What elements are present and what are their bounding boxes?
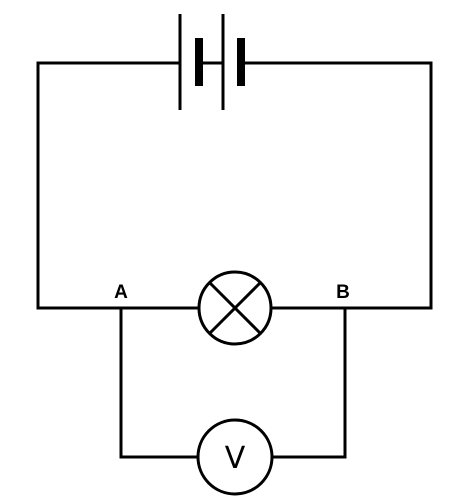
voltmeter-icon: V bbox=[196, 418, 274, 496]
voltmeter-outline bbox=[196, 418, 274, 496]
lamp-filament-2 bbox=[208, 281, 262, 335]
node-label-b: B bbox=[336, 282, 350, 303]
battery-icon bbox=[178, 14, 245, 110]
wire-voltmeter-right bbox=[270, 306, 347, 459]
node-label-a: A bbox=[114, 282, 128, 303]
lamp-outline bbox=[197, 270, 273, 346]
voltmeter-symbol: V bbox=[225, 441, 246, 476]
wire-top-left bbox=[36, 61, 201, 310]
wire-top-right bbox=[239, 61, 433, 310]
lamp-icon bbox=[197, 270, 273, 346]
wire-voltmeter-left bbox=[119, 306, 200, 459]
